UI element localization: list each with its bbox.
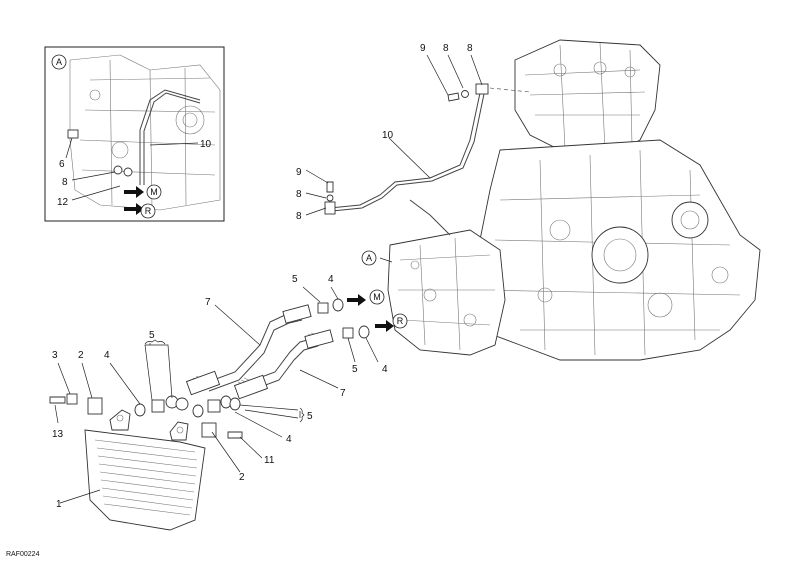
breather-pipe-assembly [324,83,489,236]
leader-lines [54,54,483,504]
inset-callout-12: 12 [57,197,69,208]
inset-arrow-r-label: R [145,206,152,216]
arrow-r-icon [375,320,394,332]
drawing-code: RAF00224 [6,551,40,558]
brace-5-right [299,407,305,423]
banjo-fitting [475,83,489,95]
arrow-r-label: R [397,316,404,326]
callout-13: 13 [52,429,64,440]
callout-5: 5 [307,411,313,422]
callout-8: 8 [467,43,473,54]
detail-ref-label: A [366,253,372,263]
brace-5 [144,339,166,345]
oil-hoses [185,304,334,400]
callout-5: 5 [352,364,358,375]
callout-11: 11 [264,455,275,466]
inset-callout-6: 6 [59,159,65,170]
callout-7: 7 [205,297,211,308]
callout-4: 4 [104,350,110,361]
callout-9: 9 [420,43,426,54]
arrow-m-icon [347,294,366,306]
callout-5: 5 [149,330,155,341]
oil-cooler-radiator [84,409,206,531]
inset-arrow-m-icon [124,186,144,198]
callout-8: 8 [443,43,449,54]
callout-labels: 1 2 2 3 4 4 4 4 5 5 5 5 7 7 8 8 8 8 9 9 … [52,43,473,510]
main-view-markers: A M R [347,250,408,332]
fitting-3 [66,393,78,405]
callout-5: 5 [292,274,298,285]
fitting-2 [87,397,103,415]
banjo-fitting [324,201,336,215]
callout-4: 4 [286,434,292,445]
callout-2: 2 [78,350,84,361]
callout-2: 2 [239,472,245,483]
callout-4: 4 [328,274,334,285]
inset-callout-10: 10 [200,139,212,150]
callout-9: 9 [296,167,302,178]
inset-arrow-r-icon [124,203,144,215]
fittings-and-washers [49,298,370,439]
callout-3: 3 [52,350,58,361]
inset-label: A [56,57,62,67]
callout-4: 4 [382,364,388,375]
inset-callout-8: 8 [62,177,68,188]
arrow-m-label: M [373,292,381,302]
callout-8: 8 [296,211,302,222]
callout-7: 7 [340,388,346,399]
callout-1: 1 [56,499,62,510]
callout-10: 10 [382,130,394,141]
inset-arrow-m-label: M [150,187,158,197]
engine-illustration [387,39,761,361]
callout-8: 8 [296,189,302,200]
bolt-11 [227,431,243,439]
fitting-2-lower [201,422,217,438]
bolt-13 [49,396,66,404]
detail-inset-a: A 6 8 10 12 M R [44,46,225,222]
